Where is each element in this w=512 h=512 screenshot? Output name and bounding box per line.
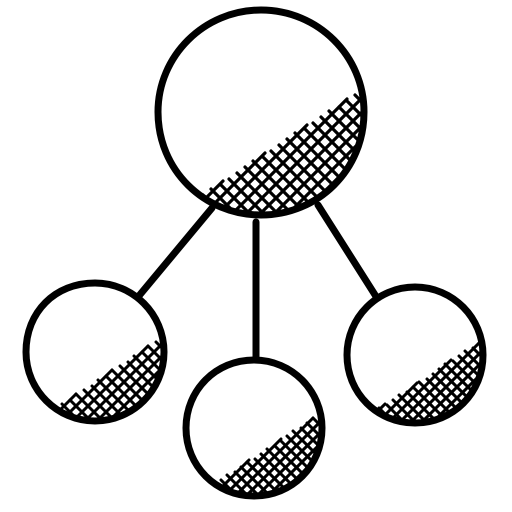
hatch-stroke — [337, 105, 364, 139]
hatch-stroke — [341, 187, 364, 215]
hatch-stroke — [235, 171, 281, 215]
connector-right — [314, 201, 381, 302]
hatch-stroke — [227, 177, 267, 215]
connectors — [134, 201, 381, 364]
parent-node — [154, 6, 368, 219]
hatch-stroke — [229, 416, 315, 496]
hatch-stroke — [461, 401, 483, 423]
hatch-stroke — [305, 421, 322, 443]
hatch-stroke — [82, 388, 116, 421]
hatch-stroke — [68, 398, 92, 421]
hatch-stroke — [307, 481, 322, 496]
hatch-stroke — [317, 492, 322, 496]
parent-node-outline — [154, 6, 368, 219]
hatch-stroke — [156, 412, 164, 421]
parent-node-hatching — [193, 93, 364, 215]
child-node-left-hatching — [48, 340, 164, 421]
hatch-stroke — [205, 486, 221, 496]
hatch-stroke — [345, 99, 364, 125]
hatch-stroke — [219, 183, 253, 215]
hatch-stroke — [355, 201, 364, 215]
hatch-stroke — [471, 346, 483, 362]
child-node-center — [182, 356, 326, 500]
hatch-stroke — [144, 400, 164, 421]
hatch-stroke — [365, 416, 375, 423]
child-node-center-outline — [182, 356, 326, 500]
hatch-stroke — [257, 103, 364, 215]
hatch-stroke — [241, 415, 322, 496]
child-node-left — [22, 279, 168, 425]
child-node-right-outline — [343, 283, 487, 427]
hatch-stroke — [243, 165, 295, 215]
child-node-right — [343, 283, 487, 427]
hatch-stroke — [473, 412, 483, 423]
child-node-left-outline — [22, 279, 168, 425]
connector-left — [134, 204, 216, 301]
hatch-stroke — [74, 392, 104, 421]
